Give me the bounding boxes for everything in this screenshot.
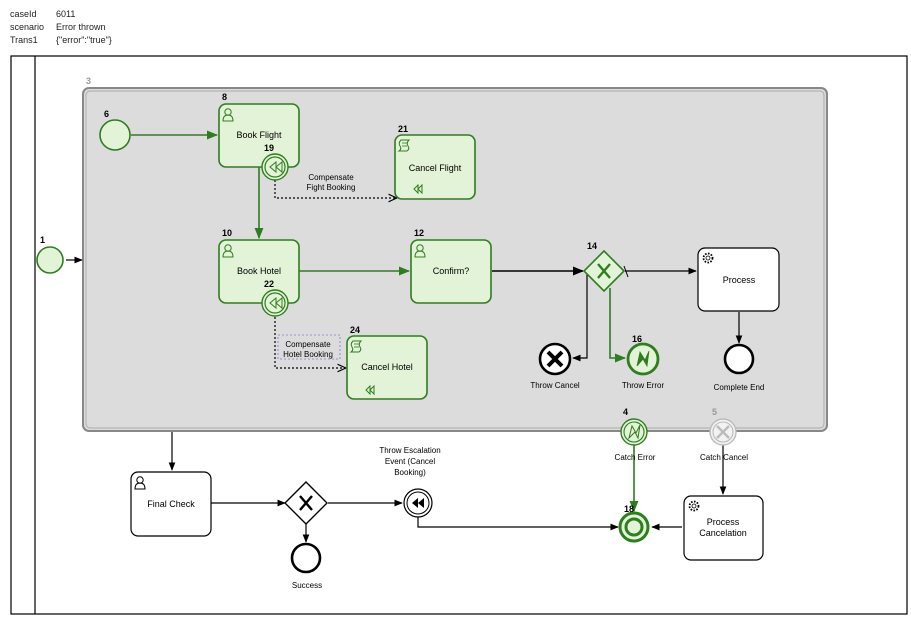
end-event-complete[interactable]: Complete End — [714, 343, 765, 392]
task-cancel-flight[interactable]: 21 Cancel Flight — [394, 124, 476, 200]
error-lightning-icon — [628, 424, 641, 440]
end-event-complete-label: Complete End — [714, 383, 765, 392]
task-cancel-flight-label: Cancel Flight — [409, 163, 462, 173]
task-process[interactable]: Process — [697, 247, 780, 312]
trans-value: {"error":"true"} — [56, 35, 112, 45]
start-event-1[interactable]: 1 — [36, 235, 64, 274]
script-icon — [397, 139, 411, 152]
boundary-event-catch-error-label: Catch Error — [615, 453, 656, 462]
compensation-event-19-id: 19 — [264, 143, 274, 153]
start-event-6[interactable]: 6 — [99, 109, 131, 151]
end-event-throw-error-label: Throw Error — [622, 381, 665, 390]
subprocess-id: 3 — [86, 76, 91, 86]
user-icon — [414, 244, 426, 258]
annotation-compensate-flight: Compensate Fight Booking — [307, 173, 356, 192]
svg-text:Event (Cancel: Event (Cancel — [385, 457, 435, 466]
compensation-event-22-id: 22 — [264, 279, 274, 289]
task-final-check-label: Final Check — [147, 499, 195, 509]
end-event-throw-error-id: 16 — [632, 334, 642, 344]
compensation-event-19[interactable]: 19 — [261, 143, 289, 181]
task-process-label: Process — [723, 275, 756, 285]
boundary-event-catch-cancel-id: 5 — [712, 407, 717, 417]
exclusive-gateway-14-id: 14 — [587, 241, 597, 251]
start-event-1-id: 1 — [40, 235, 45, 245]
compensation-event-22[interactable]: 22 — [261, 279, 289, 317]
scenario-key: scenario — [10, 22, 45, 32]
task-process-cancelation[interactable]: Process Cancelation — [683, 495, 764, 561]
boundary-event-catch-error-id: 4 — [623, 407, 628, 417]
task-confirm-label: Confirm? — [433, 266, 470, 276]
task-final-check[interactable]: Final Check — [130, 471, 212, 537]
end-event-success-label: Success — [292, 581, 322, 590]
boundary-event-catch-cancel-label: Catch Cancel — [700, 453, 748, 462]
task-cancel-flight-id: 21 — [398, 124, 408, 134]
end-event-throw-cancel-label: Throw Cancel — [530, 381, 580, 390]
cancel-x-icon — [716, 425, 730, 439]
scenario-value: Error thrown — [56, 22, 106, 32]
end-event-18[interactable]: 18 — [618, 504, 650, 543]
task-cancel-hotel-label: Cancel Hotel — [361, 362, 413, 372]
svg-text:Throw Escalation: Throw Escalation — [379, 446, 440, 455]
boundary-event-catch-error[interactable]: 4 Catch Error — [615, 407, 656, 462]
compensation-marker-icon — [413, 183, 423, 195]
task-book-hotel[interactable]: 10 Book Hotel — [218, 228, 300, 304]
annotation-compensate-hotel: Compensate Hotel Booking — [277, 334, 341, 360]
end-event-throw-error[interactable]: 16 Throw Error — [622, 334, 665, 390]
svg-text:Compensate: Compensate — [308, 173, 354, 182]
caseid-value: 6011 — [56, 9, 76, 19]
exclusive-gateway-14[interactable]: 14 — [582, 241, 626, 293]
pool-frame — [10, 55, 908, 615]
gear-icon — [702, 252, 714, 264]
task-book-hotel-id: 10 — [222, 228, 232, 238]
svg-text:Cancelation: Cancelation — [699, 528, 747, 538]
task-cancel-hotel[interactable]: 24 Cancel Hotel — [346, 325, 428, 400]
trans-key: Trans1 — [10, 35, 38, 45]
error-lightning-icon — [636, 350, 650, 368]
subprocess-inner-border — [85, 90, 825, 429]
gear-icon — [688, 500, 700, 512]
caseid-key: caseId — [10, 9, 37, 19]
compensation-throw-icon — [412, 498, 424, 508]
task-confirm[interactable]: 12 Confirm? — [410, 228, 492, 304]
svg-text:Compensate: Compensate — [285, 340, 331, 349]
end-event-success[interactable]: Success — [290, 542, 322, 590]
intermediate-event-throw-escalation[interactable]: Throw Escalation Event (Cancel Booking) — [379, 446, 441, 518]
task-book-hotel-label: Book Hotel — [237, 266, 281, 276]
sequence-flows — [66, 130, 743, 543]
exclusive-gateway-lower[interactable] — [284, 481, 328, 525]
task-book-flight[interactable]: 8 Book Flight — [218, 92, 300, 168]
user-icon — [222, 108, 234, 122]
user-icon — [222, 244, 234, 258]
svg-text:Hotel Booking: Hotel Booking — [283, 350, 333, 359]
task-cancel-hotel-id: 24 — [350, 325, 360, 335]
user-icon — [134, 476, 146, 490]
boundary-event-catch-cancel[interactable]: 5 Catch Cancel — [700, 407, 748, 462]
task-confirm-id: 12 — [414, 228, 424, 238]
end-event-throw-cancel[interactable]: Throw Cancel — [530, 342, 580, 390]
task-book-flight-label: Book Flight — [236, 130, 282, 140]
script-icon — [349, 340, 363, 353]
end-event-18-id: 18 — [624, 504, 634, 514]
svg-text:Booking): Booking) — [394, 468, 426, 477]
start-event-6-id: 6 — [104, 109, 109, 119]
svg-text:Process: Process — [707, 517, 740, 527]
case-info: caseId 6011 scenario Error thrown Trans1 {"… — [10, 8, 112, 47]
compensation-marker-icon — [365, 384, 375, 396]
svg-text:Fight Booking: Fight Booking — [307, 183, 356, 192]
task-book-flight-id: 8 — [222, 92, 227, 102]
compensation-associations — [274, 180, 397, 368]
